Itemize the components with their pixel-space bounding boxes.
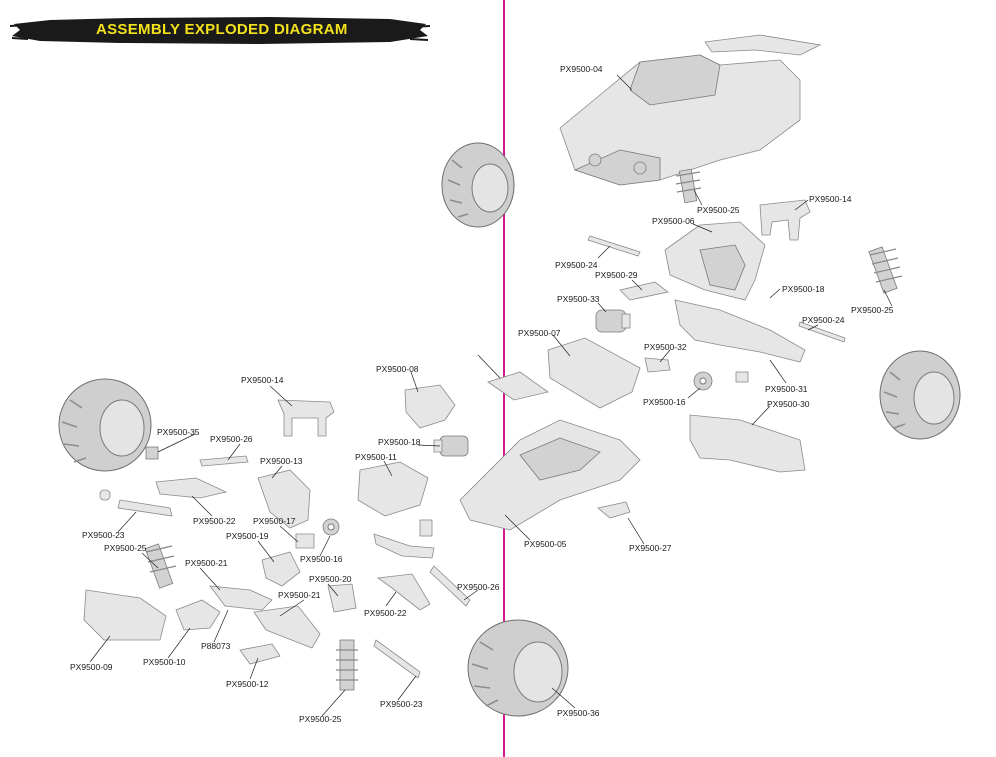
- bushing-part: [295, 533, 315, 549]
- hinge-pin-part: [239, 643, 281, 665]
- steering-knuckle-part: [261, 551, 301, 587]
- label-px9500-18-a: PX9500-18: [782, 284, 825, 294]
- label-px9500-26-a: PX9500-26: [210, 434, 253, 444]
- label-px9500-17: PX9500-17: [253, 516, 296, 526]
- front-cv-shaft-part: [373, 639, 421, 679]
- monster-truck-body-icon: [559, 34, 822, 186]
- bumper-mount-inner: [699, 244, 746, 291]
- steering-link-part: [373, 533, 435, 559]
- label-px9500-16-a: PX9500-16: [643, 397, 686, 407]
- label-px9500-12: PX9500-12: [226, 679, 269, 689]
- rear-drive-shaft-part: [798, 321, 846, 343]
- label-px9500-36: PX9500-36: [557, 708, 600, 718]
- label-px9500-27: PX9500-27: [629, 543, 672, 553]
- label-px9500-10: PX9500-10: [143, 657, 186, 667]
- tire-icon: [467, 619, 569, 717]
- small-link-part: [644, 357, 671, 373]
- small-bushing-part: [735, 371, 749, 383]
- servo-saver-part: [419, 519, 433, 537]
- bumper-mount-front-part: [175, 599, 221, 631]
- label-px9500-05: PX9500-05: [524, 539, 567, 549]
- label-px9500-25-a: PX9500-25: [697, 205, 740, 215]
- label-px9500-22-b: PX9500-22: [364, 608, 407, 618]
- front-lower-arm-part: [253, 605, 321, 649]
- label-px9500-25-b: PX9500-25: [851, 305, 894, 315]
- title-banner: [10, 17, 430, 44]
- drive-shaft-part: [587, 235, 641, 257]
- label-p88073: P88073: [201, 641, 231, 651]
- label-px9500-22-a: PX9500-22: [193, 516, 236, 526]
- gear-icon: [322, 518, 340, 536]
- upper-arm-part: [155, 477, 228, 499]
- tire-icon: [58, 378, 152, 472]
- label-px9500-14-a: PX9500-14: [809, 194, 852, 204]
- label-px9500-23-b: PX9500-23: [380, 699, 423, 709]
- body-mount-part: [759, 199, 811, 241]
- leader-lines: [89, 74, 893, 717]
- front-upper-arm-part: [376, 573, 431, 611]
- lower-arm-part: [209, 585, 273, 611]
- label-px9500-20: PX9500-20: [309, 574, 352, 584]
- servo-mount-part: [404, 384, 456, 429]
- chassis-icon: [459, 419, 641, 531]
- part-labels: PX9500-04 PX9500-25 PX9500-14 PX9500-06 …: [70, 64, 894, 724]
- label-px9500-29: PX9500-29: [595, 270, 638, 280]
- label-px9500-19: PX9500-19: [226, 531, 269, 541]
- tire-icon: [879, 350, 961, 440]
- shock-absorber-icon: [336, 639, 358, 691]
- label-px9500-23-a: PX9500-23: [82, 530, 125, 540]
- rear-gearbox-part: [689, 414, 806, 473]
- tire-icon: [441, 142, 515, 228]
- front-bumper-part: [83, 589, 167, 641]
- bearing-part: [99, 489, 111, 501]
- front-body-mount-part: [277, 399, 335, 437]
- hub-carrier-part: [327, 583, 357, 613]
- label-px9500-04: PX9500-04: [560, 64, 603, 74]
- label-px9500-16-b: PX9500-16: [300, 554, 343, 564]
- label-px9500-24-b: PX9500-24: [802, 315, 845, 325]
- shock-absorber-icon: [675, 168, 702, 204]
- label-px9500-11: PX9500-11: [355, 452, 397, 462]
- steering-arm-part: [597, 501, 631, 519]
- label-px9500-30: PX9500-30: [767, 399, 810, 409]
- hex-nut-part: [145, 446, 159, 460]
- label-px9500-18-b: PX9500-18: [378, 437, 421, 447]
- shock-absorber-icon: [868, 246, 903, 294]
- label-px9500-25-d: PX9500-25: [299, 714, 342, 724]
- label-px9500-07: PX9500-07: [518, 328, 561, 338]
- front-bulkhead-part: [257, 469, 311, 529]
- motor-icon: [595, 309, 631, 333]
- plate-part: [487, 371, 549, 401]
- label-px9500-13: PX9500-13: [260, 456, 303, 466]
- label-px9500-08: PX9500-08: [376, 364, 419, 374]
- front-turnbuckle-part: [429, 565, 471, 607]
- front-gearbox-part: [357, 461, 429, 517]
- label-px9500-25-c: PX9500-25: [104, 543, 147, 553]
- label-px9500-26-b: PX9500-26: [457, 582, 500, 592]
- cv-shaft-part: [117, 499, 173, 517]
- shock-absorber-icon: [144, 543, 177, 589]
- label-px9500-06: PX9500-06: [652, 216, 695, 226]
- turnbuckle-part: [199, 455, 249, 467]
- label-px9500-21-b: PX9500-21: [278, 590, 321, 600]
- small-bracket-part: [619, 281, 669, 301]
- battery-tray-part: [547, 337, 641, 409]
- label-px9500-24-a: PX9500-24: [555, 260, 598, 270]
- label-px9500-32: PX9500-32: [644, 342, 687, 352]
- rear-axle-part: [674, 299, 806, 363]
- label-px9500-09: PX9500-09: [70, 662, 113, 672]
- gear-icon: [693, 371, 713, 391]
- label-px9500-35: PX9500-35: [157, 427, 200, 437]
- label-px9500-33: PX9500-33: [557, 294, 600, 304]
- label-px9500-31: PX9500-31: [765, 384, 808, 394]
- label-px9500-14-b: PX9500-14: [241, 375, 284, 385]
- label-px9500-21-a: PX9500-21: [185, 558, 228, 568]
- page-title: ASSEMBLY EXPLODED DIAGRAM: [96, 21, 348, 38]
